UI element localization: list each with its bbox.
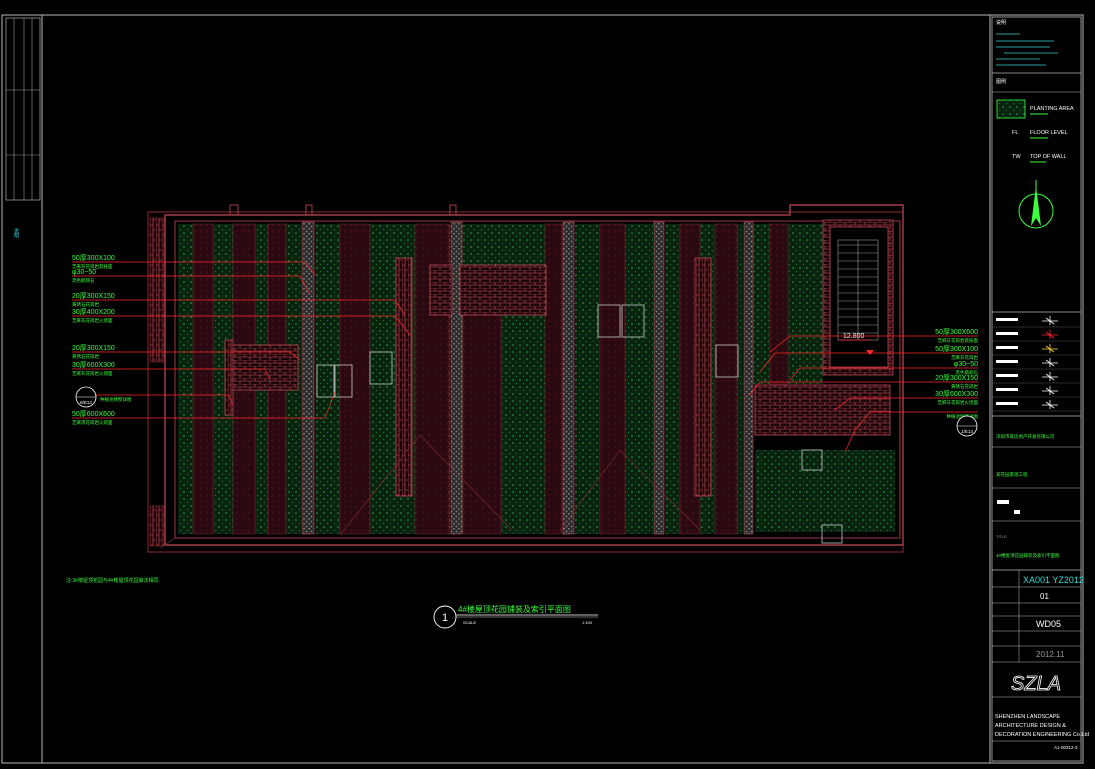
drawing-number: WD05 [1036,619,1061,629]
left-label-code: 30厚600X300 [72,361,115,369]
left-label-code: 20厚300X150 [72,292,115,300]
sheet-reference: A1-00312-3 [1054,745,1078,750]
svg-text:图例: 图例 [996,78,1006,85]
symbol-row-label-mark [996,332,1018,335]
left-label-note: 黄锈石花岗岩 [72,301,99,308]
left-label-code: 20厚300X150 [72,344,115,352]
symbol-row-icon [1042,358,1058,367]
symbol-row-icon [1042,386,1058,395]
footnote: 注:3#楼屋顶花园与4#楼屋顶花园做法相同. [66,577,160,584]
north-arrow-icon [1018,180,1054,229]
svg-text:FLOOR LEVEL: FLOOR LEVEL [1030,130,1068,136]
left-label-code: φ30~50 [72,269,96,276]
svg-text:1:100: 1:100 [582,620,593,625]
project-number: XA001 YZ2012 [1023,575,1084,585]
svg-text:1: 1 [442,612,448,624]
symbol-row-label-mark [996,346,1018,349]
parapet-outline [147,211,904,553]
right-label-note: 黑色鹅卵石 [956,369,979,376]
left-callout-leaders [72,261,411,419]
symbol-row-icon [1042,330,1058,339]
svg-text:1/E13: 1/E13 [961,429,973,434]
legend-planting-label: PLANTING AREA [1030,106,1074,112]
left-label-note: 种植池侧壁详图 [100,396,132,403]
symbol-row-label-mark [996,318,1018,321]
symbol-row-label-mark [996,360,1018,363]
stepping-slabs [316,304,843,544]
left-label-code: 30厚400X200 [72,308,115,316]
symbol-row-icon [1042,372,1058,381]
svg-text:深圳市某房地产开发有限公司: 深圳市某房地产开发有限公司 [996,433,1055,440]
right-label-note: 芝麻灰花岗岩荔枝面 [938,337,979,344]
svg-text:TW: TW [1012,154,1021,160]
right-label-code: 50厚300X600 [935,328,978,336]
svg-text:DECORATION ENGINEERING Co.Ltd: DECORATION ENGINEERING Co.Ltd [995,732,1089,738]
left-label-note: 芝麻灰花岗岩荔枝面 [72,263,113,270]
right-callout-leaders [749,335,978,453]
detail-callout-right[interactable]: 1/E13 [956,415,978,437]
roof-garden-plan[interactable]: 12.800 [147,204,904,553]
svg-text:SHENZHEN LANDSCAPE: SHENZHEN LANDSCAPE [995,714,1060,720]
svg-text:12.800: 12.800 [843,333,865,340]
right-label-note: 黄锈石花岗岩 [951,383,978,390]
title-block: 说明 图例 PLANTING AREA FL FLOOR LEVEL TW TO… [991,16,1089,762]
svg-text:SCALE: SCALE [463,620,476,625]
svg-text:4#楼屋顶花园铺装及索引平面图: 4#楼屋顶花园铺装及索引平面图 [996,552,1060,559]
left-stair-notch [149,217,165,363]
right-label-code: 50厚300X100 [935,345,978,353]
left-label-note: 黄锈石花岗岩 [72,353,99,360]
slab-inner-line [174,220,901,539]
left-label-note: 黑色鹅卵石 [72,277,95,284]
top-notch-1 [229,204,239,216]
binding-strip [5,17,41,201]
drawing-frame [1,14,1084,764]
svg-text:ARCHITECTURE DESIGN &: ARCHITECTURE DESIGN & [995,723,1066,729]
level-marker: 12.800 [840,333,874,355]
version-number: 01 [1040,592,1049,601]
right-label-code: φ30~50 [954,361,978,368]
diagonal-guides [159,434,701,549]
left-lower-notch [149,505,165,547]
svg-text:说明: 说明 [996,19,1006,26]
svg-text:8/E13: 8/E13 [80,400,92,405]
company-logo: SZLA [1011,673,1061,695]
plan-title: 1 4#楼屋顶花园铺装及索引平面图 SCALE 1:100 [433,604,598,629]
left-label-note: 芝麻黑花岗岩火烧面 [72,419,113,426]
left-label-note: 芝麻灰花岗岩火烧面 [72,370,113,377]
symbol-row-label-mark [996,374,1018,377]
svg-text:TOP OF WALL: TOP OF WALL [1030,154,1067,160]
right-label-code: 20厚300X150 [935,374,978,382]
right-label-note: 芝麻灰花岗岩火烧面 [938,399,979,406]
right-callout-labels: 50厚300X600芝麻灰花岗岩荔枝面50厚300X100芝麻灰花岗岩φ30~5… [935,328,978,420]
right-label-code: 30厚600X300 [935,390,978,398]
symbol-row-icon [1042,316,1058,325]
svg-text:FL: FL [1012,130,1018,136]
left-margin-note: 说明 [13,227,19,239]
svg-text:某花园景观工程: 某花园景观工程 [996,471,1028,478]
drawing-date: 2012.11 [1036,650,1065,659]
top-notch-2 [305,204,313,216]
symbol-row-label-mark [996,388,1018,391]
svg-text:4#楼屋顶花园铺装及索引平面图: 4#楼屋顶花园铺装及索引平面图 [458,604,571,614]
left-label-note: 芝麻灰花岗岩火烧面 [72,317,113,324]
left-label-code: 50厚300X100 [72,254,115,262]
left-label-code: 50厚600X600 [72,410,115,418]
right-label-note: 芝麻灰花岗岩 [951,354,978,361]
right-label-note: 种植池侧壁详图 [947,413,979,420]
symbol-row-icon [1042,400,1058,409]
stair-core [829,226,889,368]
gravel-strips [301,221,754,535]
detail-callout-left[interactable]: 8/E13 [75,386,97,408]
svg-text:TITLE: TITLE [996,534,1007,539]
legend-planting-swatch [996,99,1026,119]
symbol-row-label-mark [996,402,1018,405]
symbol-row-icon [1042,344,1058,353]
top-notch-3 [449,204,457,216]
